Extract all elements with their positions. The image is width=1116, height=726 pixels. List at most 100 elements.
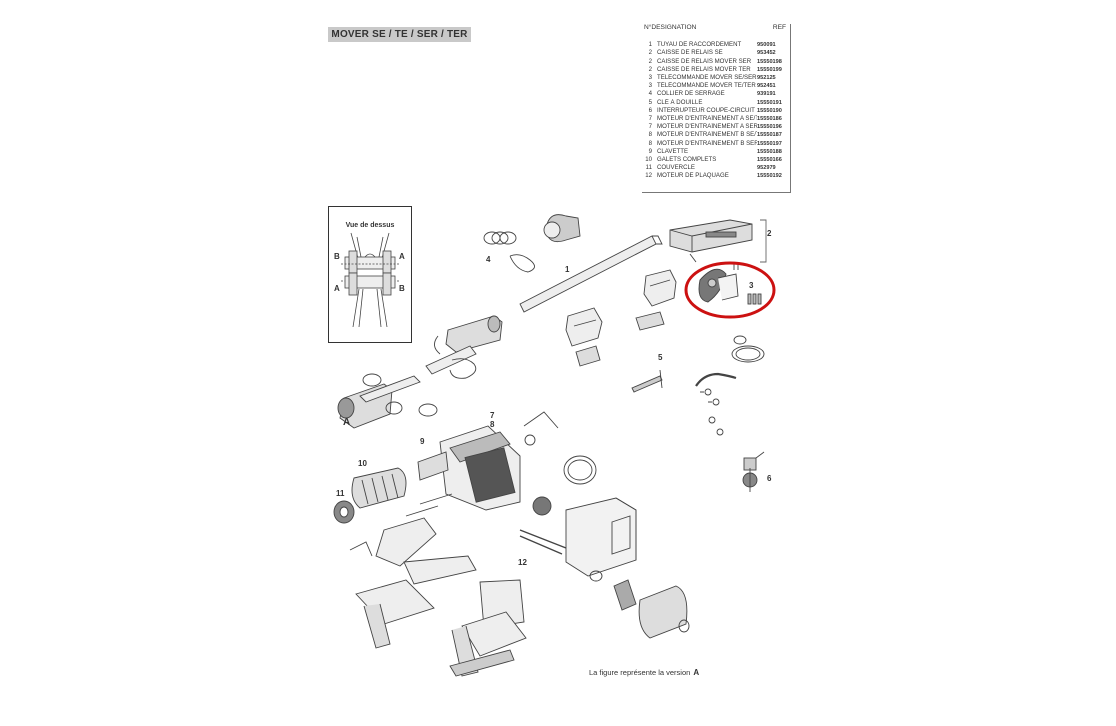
part-number: 3 — [648, 82, 652, 90]
part-ref: 15550166 — [757, 157, 782, 164]
part-designation: MOTEUR D'ENTRAÎNEMENT A SE/TE — [657, 115, 757, 123]
parts-table-row: 12 MOTEUR DE PLAQUAGE 15550192 — [642, 172, 790, 180]
callout-8: 8 — [490, 420, 495, 429]
part-ref: 15550191 — [757, 99, 782, 106]
part-designation: MOTEUR DE PLAQUAGE — [657, 172, 729, 180]
hose-clamps — [483, 231, 535, 273]
part-number: 2 — [648, 65, 652, 73]
part-number: 9 — [648, 147, 652, 155]
callout-12: 12 — [518, 558, 527, 567]
diagram-sheet — [327, 18, 793, 684]
part-designation: COLLIER DE SERRAGE — [657, 90, 725, 98]
part-ref: 952979 — [757, 165, 776, 172]
part-designation: CAISSE DE RELAIS MOVER TER — [657, 65, 751, 73]
parts-table-header: N°DESIGNATION REF — [642, 24, 790, 32]
top-view-inset: Vue de dessus B A A B — [328, 206, 412, 343]
part-ref: 15550199 — [757, 66, 782, 73]
pressing-motor — [519, 496, 637, 577]
inset-label-b-top-left: B — [334, 252, 340, 261]
part-designation: TUYAU DE RACCORDEMENT — [657, 41, 742, 49]
part-ref: 939191 — [757, 91, 776, 98]
part-designation: GALETS COMPLETS — [657, 156, 717, 164]
part-designation: MOTEUR D'ENTRAÎNEMENT B SE/TE — [657, 131, 757, 139]
part-number: 3 — [648, 74, 652, 82]
top-view-drawing — [341, 232, 399, 328]
part-number: 5 — [648, 98, 652, 106]
part-designation: CLAVETTE — [657, 147, 689, 155]
callout-10: 10 — [358, 459, 367, 468]
socket-wrench — [631, 369, 737, 393]
top-view-title: Vue de dessus — [345, 222, 395, 229]
parts-table-row: 5 CLÉ À DOUILLE 15550191 — [642, 99, 790, 107]
part-number: 10 — [645, 156, 652, 164]
part-ref: 15550192 — [757, 173, 782, 180]
parts-table-row: 9 CLAVETTE 15550188 — [642, 148, 790, 156]
inset-label-a-top-right: A — [399, 252, 405, 261]
part-designation: TÉLÉCOMMANDE MOVER TE/TER — [657, 82, 756, 90]
part-designation: CAISSE DE RELAIS SE — [657, 49, 723, 57]
part-ref: 953452 — [757, 50, 776, 57]
cable-coil — [731, 335, 765, 363]
part-ref: 15550188 — [757, 148, 782, 155]
callout-11: 11 — [336, 489, 345, 498]
part-number: 6 — [648, 106, 652, 114]
parts-table-row: 2 CAISSE DE RELAIS SE 953452 — [642, 49, 790, 57]
drive-motor-a-bottom — [337, 373, 438, 429]
part-designation: COUVERCLE — [657, 164, 695, 172]
ref-column-header: REF — [772, 24, 786, 31]
part-designation: MOTEUR D'ENTRAÎNEMENT A SER/TER — [657, 123, 757, 131]
callout-a: A — [343, 417, 351, 428]
caption-text: La figure représente la version — [589, 668, 691, 677]
parts-table-row: 10 GALETS COMPLETS 15550166 — [642, 156, 790, 164]
mounting-frame — [349, 493, 527, 677]
remote-highlight-circle — [684, 261, 776, 319]
part-designation: INTERRUPTEUR COUPE-CIRCUIT — [657, 106, 755, 114]
callout-3: 3 — [749, 281, 754, 290]
callout-7: 7 — [490, 411, 495, 420]
part-designation: CLÉ À DOUILLE — [657, 98, 703, 106]
caption-version: A — [693, 668, 700, 677]
callout-2: 2 — [767, 229, 772, 238]
connecting-tube — [519, 235, 663, 313]
fasteners — [700, 388, 724, 436]
parts-table-row: 2 CAISSE DE RELAIS MOVER TER 15550199 — [642, 66, 790, 74]
parts-table-row: 2 CAISSE DE RELAIS MOVER SER 15550198 — [642, 58, 790, 66]
part-number: 4 — [648, 90, 652, 98]
part-number: 7 — [648, 115, 652, 123]
part-designation: TÉLÉCOMMANDE MOVER SE/SER — [657, 74, 757, 82]
part-ref: 952451 — [757, 83, 776, 90]
part-ref: 15550197 — [757, 140, 782, 147]
relay-box — [669, 219, 767, 263]
inset-label-a-bottom-left: A — [334, 284, 340, 293]
drive-motor-a-top — [425, 315, 503, 379]
part-ref: 950091 — [757, 42, 776, 49]
part-designation: MOTEUR D'ENTRAÎNEMENT B SER/TER — [657, 139, 757, 147]
cutoff-switch — [742, 451, 765, 492]
part-number: 7 — [648, 123, 652, 131]
part-number: 12 — [645, 172, 652, 180]
designation-column-header: N°DESIGNATION — [644, 24, 697, 31]
relay-holder-brackets — [543, 214, 677, 367]
inset-label-b-bottom-right: B — [399, 284, 405, 293]
part-ref: 15550190 — [757, 107, 782, 114]
callout-5: 5 — [658, 353, 663, 362]
part-ref: 15550198 — [757, 58, 782, 65]
gear-and-cover — [563, 455, 690, 639]
main-motor-assembly — [417, 411, 559, 511]
callout-1: 1 — [565, 265, 570, 274]
part-number: 2 — [648, 57, 652, 65]
diagram-title: MOVER SE / TE / SER / TER — [328, 27, 471, 42]
part-number: 8 — [648, 139, 652, 147]
part-designation: CAISSE DE RELAIS MOVER SER — [657, 57, 752, 65]
part-number: 2 — [648, 49, 652, 57]
part-ref: 15550186 — [757, 116, 782, 123]
